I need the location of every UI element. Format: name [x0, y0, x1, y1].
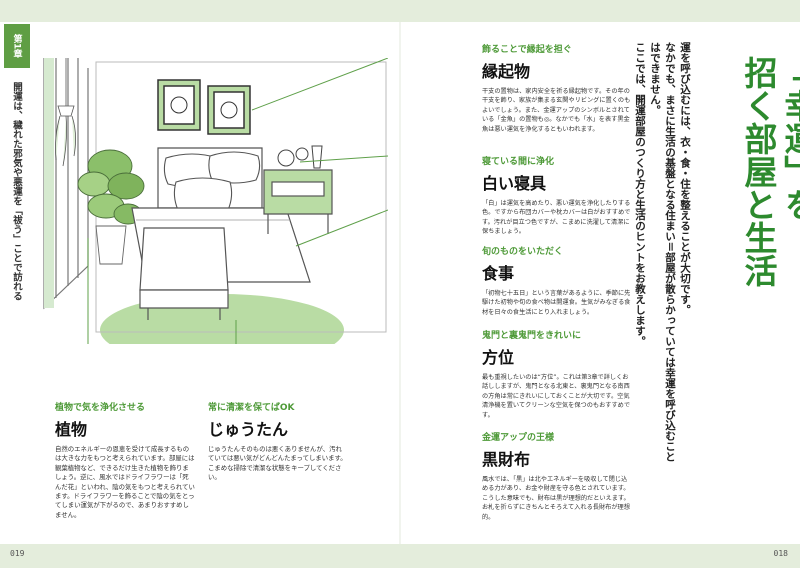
section-title: じゅうたん — [208, 420, 289, 439]
page-number-right: 018 — [773, 549, 788, 558]
page-gutter — [399, 22, 401, 544]
page-title-line-1: 「幸運」を — [779, 56, 800, 221]
intro-paragraph: 運を呼び込むには、衣・食・住を整えることが大切です。 — [679, 42, 691, 315]
section-carpet: 常に清潔を保てばOK じゅうたん じゅうたんそのものは悪くありませんが、汚れてい… — [208, 402, 348, 483]
page-title-line-2: 招く部屋と生活 — [739, 56, 778, 287]
section-body: 風水では、「黒」は北やエネルギーを吸収して閉じ込める力があり、お金や財産を守る色… — [482, 476, 630, 521]
section-body: じゅうたんそのものは悪くありませんが、汚れていては悪い気がどんどんたまってしまい… — [208, 445, 347, 482]
bedroom-illustration — [43, 58, 388, 344]
hanging-plant-icon — [55, 58, 76, 167]
page-title: 「幸運」を 招く部屋と生活 — [738, 56, 800, 287]
page-number-left: 019 — [10, 549, 25, 558]
section-body: 「初物七十五日」という言葉があるように、季節に先駆けた初物や旬の食べ物は開運食。… — [482, 290, 631, 316]
section-label: 寝ている間に浄化 — [482, 157, 555, 167]
section-engimono: 飾ることで縁起を担ぐ 縁起物 干支の置物は、家内安全を祈る縁起物です。その年の干… — [482, 44, 632, 134]
picture-frames — [157, 79, 251, 135]
intro-paragraph: なかでも、まさに生活の基盤となる住まい＝部屋が散らかっていては幸運を呼び込むこと… — [649, 42, 676, 462]
window-green-shade — [44, 58, 54, 308]
section-body: 干支の置物は、家内安全を祈る縁起物です。その年の干支を飾り、家族が集まる玄関やリ… — [482, 88, 631, 133]
section-black-wallet: 金運アップの王様 黒財布 風水では、「黒」は北やエネルギーを吸収して閉じ込める力… — [482, 432, 632, 522]
nightstand-ornaments — [277, 145, 323, 169]
chapter-tab: 第1章 — [4, 24, 30, 68]
top-decorative-band — [0, 0, 800, 22]
section-title: 黒財布 — [482, 450, 531, 469]
section-title: 食事 — [482, 264, 515, 283]
ottoman — [139, 227, 229, 320]
section-label: 鬼門と裏鬼門をきれいに — [482, 331, 582, 341]
section-direction: 鬼門と裏鬼門をきれいに 方位 最も重視したいのは“方位”。これは第3章で詳しくお… — [482, 330, 632, 420]
section-meals: 旬のものをいただく 食事 「初物七十五日」という言葉があるように、季節に先駆けた… — [482, 246, 632, 317]
intro-paragraph: ここでは、開運部屋のつくり方と生活のヒントをお教えします。 — [634, 42, 646, 347]
section-title: 方位 — [482, 348, 515, 367]
section-label: 旬のものをいただく — [482, 247, 564, 257]
section-title: 白い寝具 — [482, 174, 547, 193]
section-title: 植物 — [55, 420, 88, 439]
section-title: 縁起物 — [482, 62, 531, 81]
section-white-bedding: 寝ている間に浄化 白い寝具 「白」は運気を高めたり、悪い運気を浄化したりする色。… — [482, 156, 632, 237]
nightstand — [263, 169, 333, 234]
callout-lines — [87, 58, 388, 344]
section-body: 自然のエネルギーの恩恵を受けて成長するものは大きな力をもつと考えられています。部… — [55, 445, 195, 519]
potted-plant-icon — [77, 149, 145, 265]
section-body: 「白」は運気を高めたり、悪い運気を浄化したりする色。ですから布団カバーや枕カバー… — [482, 200, 631, 236]
bottom-decorative-band — [0, 544, 800, 568]
intro-text: 運を呼び込むには、衣・食・住を整えることが大切です。 なかでも、まさに生活の基盤… — [632, 42, 692, 472]
section-label: 植物で気を浄化させる — [55, 403, 146, 413]
section-label: 金運アップの王様 — [482, 433, 555, 443]
left-vertical-caption: 開運は、穢れた邪気や悪運を「祓う」ことで訪れる — [11, 82, 22, 301]
section-label: 飾ることで縁起を担ぐ — [482, 45, 572, 55]
section-body: 最も重視したいのは“方位”。これは第3章で詳しくお話ししますが、鬼門となる北東と… — [482, 374, 631, 419]
section-label: 常に清潔を保てばOK — [208, 403, 295, 413]
pillows — [163, 151, 261, 214]
section-plants: 植物で気を浄化させる 植物 自然のエネルギーの恩恵を受けて成長するものは大きな力… — [55, 402, 195, 520]
